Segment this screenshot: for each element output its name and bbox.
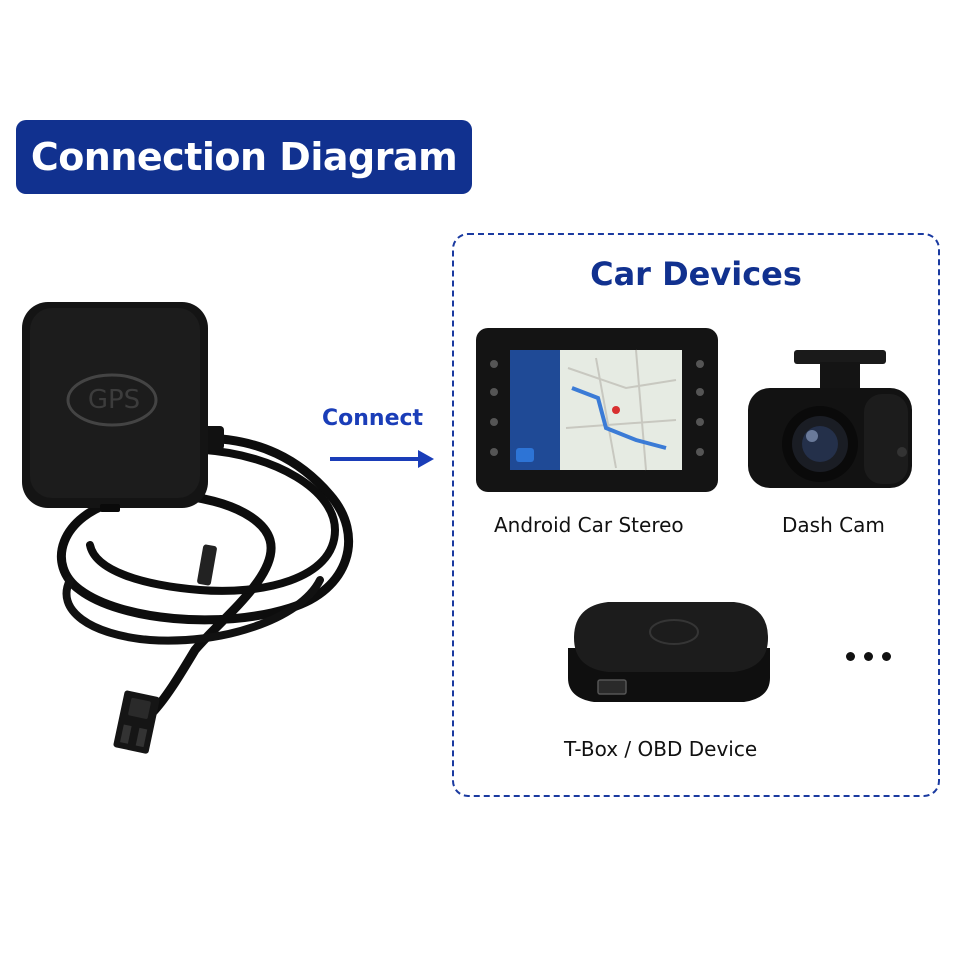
page-title: Connection Diagram xyxy=(30,135,458,179)
dash-cam-illustration xyxy=(748,350,912,488)
tbox-obd-illustration xyxy=(568,602,770,702)
tbox-obd-label: T-Box / OBD Device xyxy=(564,737,758,761)
connect-arrow-icon xyxy=(330,450,434,468)
connect-label: Connect xyxy=(322,406,424,431)
android-car-stereo-label: Android Car Stereo xyxy=(494,513,684,537)
title-banner: Connection Diagram xyxy=(16,120,472,194)
car-stereo-illustration xyxy=(476,328,718,492)
gps-label: GPS xyxy=(87,385,141,415)
car-devices-box: Car Devices xyxy=(452,233,940,797)
car-devices-title: Car Devices xyxy=(590,255,802,293)
dash-cam-label: Dash Cam xyxy=(782,513,885,537)
gps-antenna-illustration xyxy=(22,302,354,754)
more-devices-ellipsis-icon xyxy=(846,652,891,661)
